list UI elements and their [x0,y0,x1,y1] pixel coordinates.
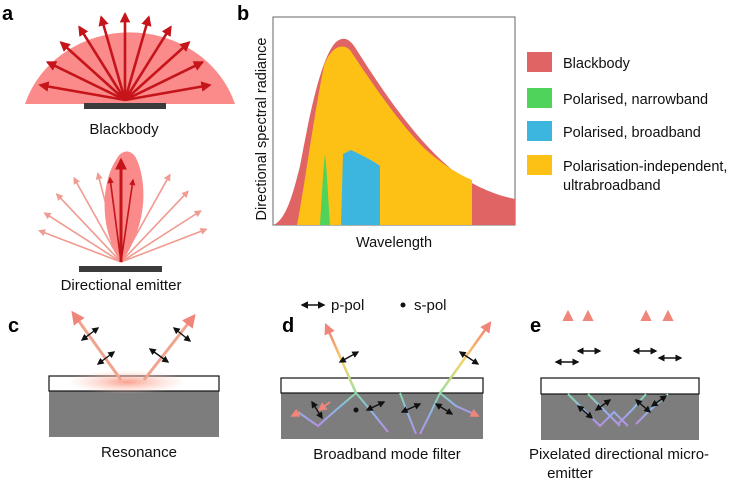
p-pol-arrow [311,400,323,420]
s-pol-icon [400,302,406,308]
narrowband-spectrum [320,154,330,225]
mode-filter-caption: Broadband mode filter [313,446,461,463]
legend-swatch-narrowband [527,88,552,108]
p-pol-arrow [172,327,192,342]
ultrabroadband-spectrum [297,46,472,226]
panel-e: e Pixelated directional micro- emitter [529,309,709,482]
blackbody-ray-arrow [98,15,127,101]
blackbody-arrows [38,11,212,102]
blackbody-ray-arrow [38,81,126,102]
emission-ray [71,310,123,381]
broadband-spectrum [341,150,380,225]
legend-label-blackbody: Blackbody [563,56,631,72]
polarisation-key: p-pol s-pol [300,297,447,314]
blackbody-ray-arrow [124,81,212,102]
trapped-ray [399,392,417,435]
weak-oblique-ray-arrow [38,229,122,263]
trapped-ray-tip [469,408,480,417]
weak-oblique-ray-arrow [73,176,122,263]
legend-label-ultrabroadband-line2: ultrabroadband [563,178,661,194]
directional-emitter-bar [79,266,162,272]
panel-c: c Resonance [8,310,220,461]
p-pol-arrow [634,399,652,413]
blackbody-ray-arrow [123,25,172,101]
directional-light-arrows [38,172,208,263]
panel-c-letter: c [8,315,19,337]
trapped-ray-tip [290,408,301,417]
weak-oblique-ray-arrow [55,193,122,263]
legend-label-ultrabroadband-line1: Polarisation-independent, [563,159,727,175]
blackbody-ray-arrow [78,25,127,101]
panel-a-letter: a [2,3,14,25]
y-axis-label: Directional spectral radiance [254,38,270,221]
blackbody-emitter-bar [84,103,166,109]
substrate [49,391,219,437]
panel-b: b Directional spectral radiance Waveleng… [237,3,727,251]
blackbody-ray-arrow [123,15,152,101]
trapped-ray [419,392,441,435]
blackbody-ray-arrow [124,41,191,101]
resonance-caption: Resonance [101,444,177,461]
legend-swatch-ultrabroadband [527,155,552,175]
p-pol-arrow [594,399,612,411]
thin-film-layer [280,377,484,394]
legend-label-broadband: Polarised, broadband [563,125,701,141]
emission-ray [142,313,196,381]
legend-swatch-broadband [527,121,552,141]
legend-swatch-blackbody [527,52,552,72]
p-pol-arrow [400,403,422,413]
weak-oblique-ray-arrow [120,190,189,263]
directional-side-arrow [107,176,122,263]
resonance-glow [67,370,187,394]
weak-oblique-ray-arrow [120,228,208,263]
trapped-ray [297,392,357,428]
p-pol-arrow [650,395,668,407]
weak-oblique-ray-arrow [120,210,202,263]
directional-side-arrow [120,178,136,263]
p-pol-arrow [434,403,454,415]
substrate [281,393,483,439]
p-pol-arrow [576,405,594,419]
blackbody-ray-arrow [59,41,126,101]
micro-emitter-caption-line1: Pixelated directional micro- [529,446,709,463]
p-pol-arrow [458,351,480,365]
blackbody-ray-arrow [124,61,205,102]
panel-a: a Blackbody Directional emitter [2,3,235,294]
blackbody-caption: Blackbody [89,121,159,138]
panel-d-letter: d [282,315,294,337]
weak-oblique-ray-arrow [43,212,122,263]
thin-film-layer [540,377,700,395]
legend-label-narrowband: Polarised, narrowband [563,92,708,108]
s-pol-dot [353,407,359,413]
panel-e-letter: e [530,315,541,337]
s-pol-label: s-pol [414,297,447,314]
directional-emitter-caption: Directional emitter [61,277,182,294]
p-pol-arrow [148,348,170,363]
p-pol-label: p-pol [331,297,364,314]
panel-d: d Broadband mode filter [280,315,492,463]
trapped-ray [439,392,475,415]
trapped-ray [355,392,389,433]
x-axis-label: Wavelength [356,235,432,251]
panel-b-letter: b [237,3,249,25]
p-pol-arrow [338,351,360,363]
p-pol-arrow [80,327,100,341]
micro-emitter-caption-line2: emitter [547,465,593,482]
p-pol-arrow [96,351,116,365]
blackbody-ray-arrow [45,61,126,102]
p-pol-arrow [365,401,386,411]
